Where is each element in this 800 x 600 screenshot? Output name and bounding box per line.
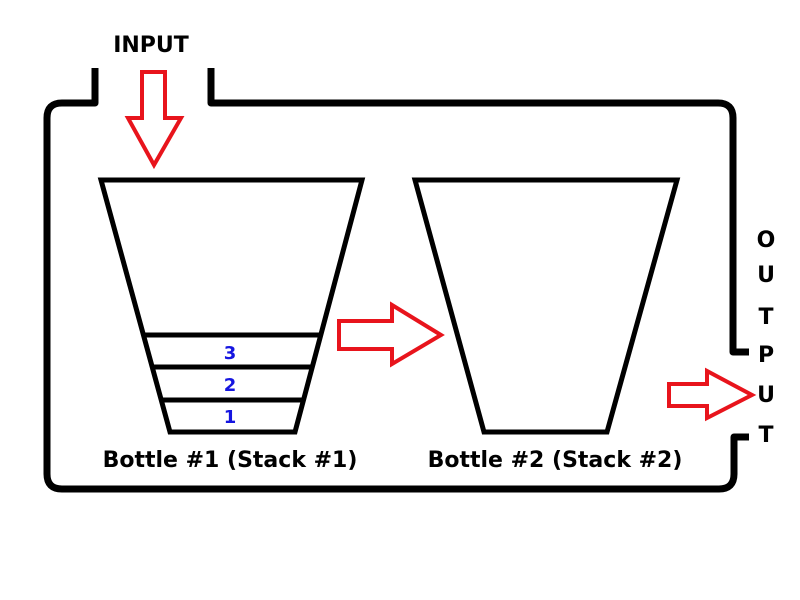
bottle-2-label: Bottle #2 (Stack #2) bbox=[428, 448, 683, 473]
stack-layer-2: 2 bbox=[224, 375, 237, 396]
bottle-1: 3 2 1 bbox=[97, 177, 366, 435]
output-letter: O bbox=[757, 228, 776, 253]
input-label: INPUT bbox=[113, 33, 189, 58]
bottle-1-label: Bottle #1 (Stack #1) bbox=[103, 448, 358, 473]
output-letter: U bbox=[757, 263, 775, 288]
input-arrow bbox=[124, 70, 185, 170]
container-outline bbox=[43, 68, 749, 493]
output-letter: U bbox=[757, 383, 775, 408]
transfer-arrow bbox=[337, 301, 445, 368]
bottle-2-outline bbox=[411, 177, 681, 435]
output-arrow bbox=[667, 367, 757, 422]
output-letter: P bbox=[758, 343, 774, 368]
output-letter: T bbox=[758, 423, 773, 448]
output-letter: T bbox=[758, 305, 773, 330]
stack-layer-1: 1 bbox=[224, 407, 237, 428]
stack-layer-3: 3 bbox=[224, 343, 237, 364]
